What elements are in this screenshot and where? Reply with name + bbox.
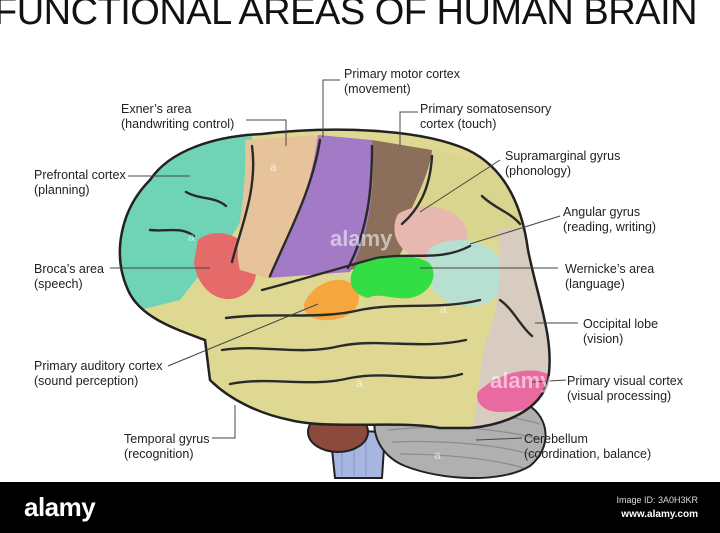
watermark-letter: a [440,302,447,316]
label-occipital-lobe: Occipital lobe(vision) [583,317,659,346]
label-primary-visual-cortex: Primary visual cortex(visual processing) [567,374,683,403]
watermark-letter: a [356,376,363,390]
wernicke-region [425,240,506,307]
somatosensory-region [350,140,433,270]
site-url[interactable]: www.alamy.com [621,509,698,520]
watermark-letter: a [434,448,441,462]
label-angular-gyrus: Angular gyrus(reading, writing) [563,205,657,234]
label-exners-area: Exner’s area(handwriting control) [121,102,235,131]
image-id: Image ID: 3A0H3KR [616,495,698,505]
wernicke-green-spot [350,254,434,299]
label-brocas-area: Broca’s area(speech) [34,262,104,291]
label-temporal-gyrus: Temporal gyrus(recognition) [124,432,210,461]
label-cerebellum: Cerebellum(coordination, balance) [524,432,652,461]
watermark-letter: a [228,400,235,414]
watermark-letter: a [270,160,277,174]
auditory-region [303,279,359,321]
exner-region [237,135,322,278]
watermark-letter: a [188,230,195,244]
brain-outline [118,128,551,430]
label-primary-motor-cortex: Primary motor cortex(movement) [344,67,460,96]
alamy-logo[interactable]: alamy [24,492,96,522]
label-supramarginal-gyrus: Supramarginal gyrus(phonology) [505,149,621,178]
motor-region [268,135,373,278]
label-primary-auditory-cortex: Primary auditory cortex(sound perception… [34,359,163,388]
watermark-text: alamy [490,368,553,393]
watermark-text: alamy [330,226,393,251]
page-title: FUNCTIONAL AREAS OF HUMAN BRAIN [0,0,698,33]
label-prefrontal-cortex: Prefrontal cortex(planning) [34,168,126,197]
label-wernickes-area: Wernicke’s area(language) [565,262,655,291]
footer-bar: alamy Image ID: 3A0H3KR www.alamy.com [0,482,720,533]
